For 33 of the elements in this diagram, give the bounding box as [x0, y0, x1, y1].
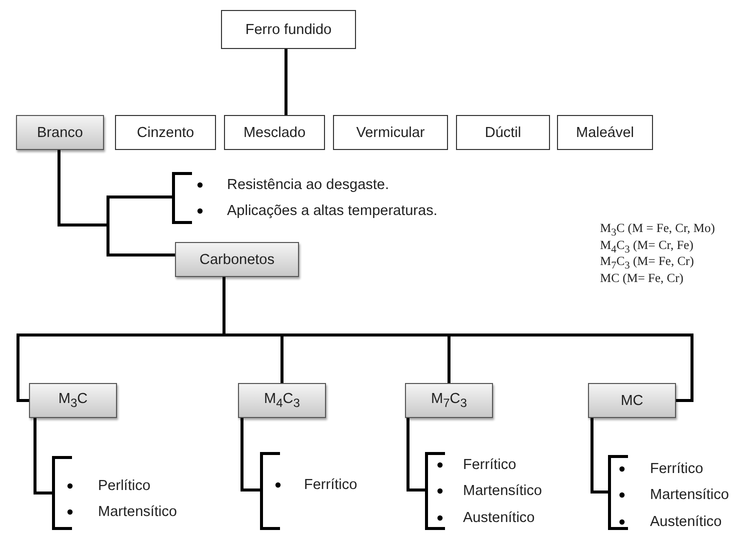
shaded-box: Carbonetos: [175, 242, 299, 277]
formula-note: MC (M= Fe, Cr): [600, 270, 684, 286]
list-item: Austenítico: [650, 514, 722, 530]
shaded-box: Branco: [16, 115, 104, 150]
text-box: Mesclado: [224, 115, 325, 150]
shaded-box: M$_{4}$C$_{3}$: [238, 383, 326, 418]
list-item: Austenítico: [463, 510, 535, 526]
text-box: Dúctil: [456, 115, 550, 150]
text-box: Cinzento: [115, 115, 216, 150]
connector-line: [240, 418, 260, 492]
text-box: Vermicular: [333, 115, 448, 150]
list-item: Aplicações a altas temperaturas.: [227, 203, 438, 219]
connector-line: [406, 418, 425, 492]
connector-line: [590, 418, 608, 494]
shaded-box: M$_{7}$C$_{3}$: [405, 383, 493, 418]
formula-note: M$_{7}$C$_{3}$ (M= Fe, Cr): [600, 254, 694, 272]
list-item: Ferrítico: [304, 477, 358, 493]
list-item: Resistência ao desgaste.: [227, 177, 390, 193]
list-item: Perlítico: [98, 478, 150, 494]
text-box: Ferro fundido: [221, 10, 356, 49]
list-item: Ferrítico: [463, 457, 516, 473]
connector-line: [58, 150, 175, 256]
list-item: Martensítico: [463, 483, 542, 499]
list-item: Martensítico: [650, 487, 729, 503]
shaded-box: MC: [588, 383, 676, 418]
connector-line: [284, 49, 288, 115]
connector-line: [34, 418, 52, 494]
formula-note: M$_{4}$C$_{3}$ (M= Cr, Fe): [600, 238, 694, 255]
shaded-box: M$_{3}$C: [29, 383, 117, 418]
list-item: Ferrítico: [650, 461, 704, 477]
formula-note: M$_{3}$C (M = Fe, Cr, Mo): [600, 221, 715, 238]
text-box: Maleável: [557, 115, 653, 150]
list-item: Martensítico: [98, 504, 177, 520]
